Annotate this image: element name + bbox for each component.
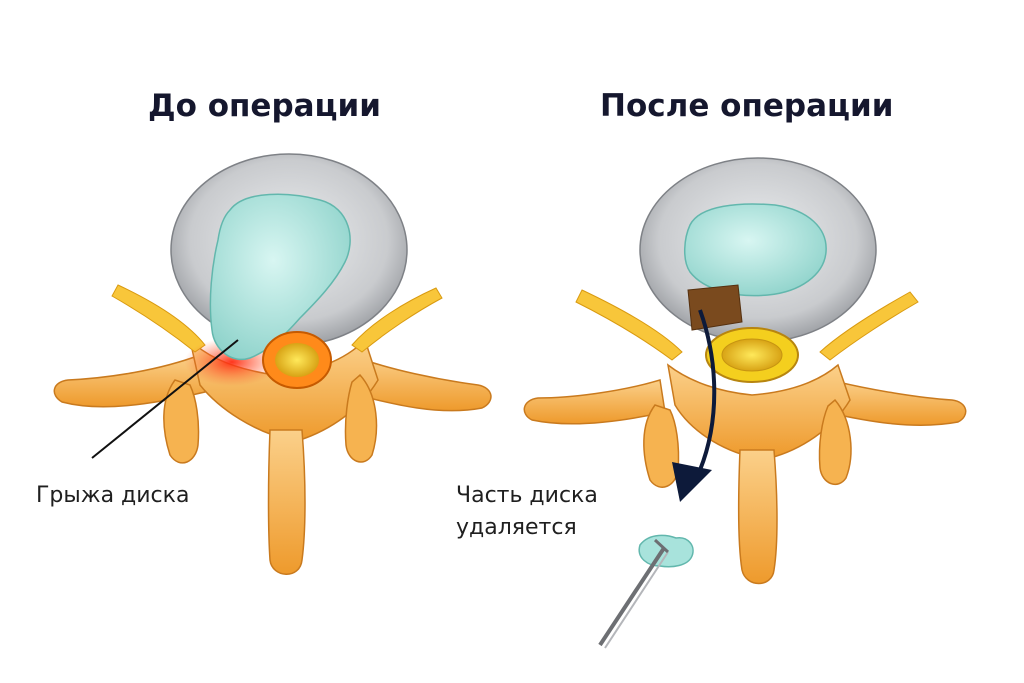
articular-process-left	[163, 379, 200, 464]
transverse-process-right	[344, 353, 492, 412]
spinal-cord-core	[721, 338, 783, 372]
facet-ligament-right	[351, 287, 443, 353]
label-disc-removed: Часть диска удаляется	[456, 480, 598, 544]
label-herniated-disc: Грыжа диска	[36, 483, 190, 508]
articular-process-left	[643, 404, 680, 488]
nucleus-pulposus	[684, 203, 827, 297]
articular-process-right	[818, 398, 852, 486]
facet-ligament-right	[819, 291, 919, 361]
title-after-surgery: После операции	[600, 88, 894, 124]
articular-process-right	[344, 373, 378, 463]
vertebra-after	[523, 157, 967, 649]
transverse-process-right	[824, 379, 967, 426]
label-disc-removed-line1: Часть диска	[456, 483, 598, 508]
vertebra-before	[53, 153, 492, 575]
nucleus-pulposus-herniated	[209, 193, 351, 361]
surgical-forceps-icon	[598, 538, 670, 649]
spinal-cord-core	[275, 343, 319, 377]
spinous-process	[737, 449, 778, 585]
spinous-process	[267, 429, 306, 575]
hernia-pointer-line	[91, 339, 239, 459]
removal-arrow-head-icon	[672, 462, 712, 502]
title-before-surgery: До операции	[148, 88, 381, 124]
removed-disc-channel	[687, 284, 743, 331]
removal-arrow-shaft	[698, 309, 717, 471]
transverse-process-left	[523, 379, 666, 425]
label-disc-removed-line2: удаляется	[456, 515, 577, 540]
facet-ligament-left	[575, 289, 683, 361]
